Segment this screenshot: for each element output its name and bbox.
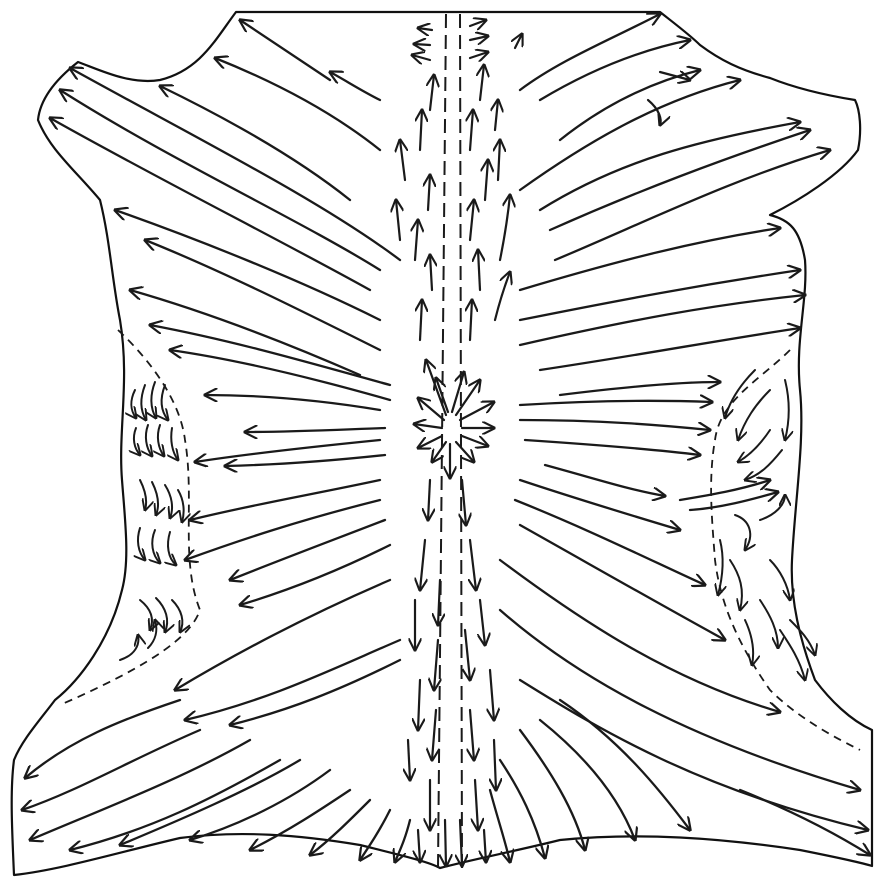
mid-right-streams: [500, 420, 780, 712]
mid-left-streams: [175, 428, 400, 725]
midline-dash-right: [460, 14, 462, 868]
central-upward-arrows: [396, 20, 690, 340]
left-flank-boundary: [60, 330, 200, 705]
midline-dash-left: [438, 14, 446, 868]
upper-right-streams: [520, 14, 830, 405]
right-flank-boundary: [711, 350, 860, 750]
central-downward-arrows: [408, 480, 496, 866]
lower-left-streams: [22, 700, 410, 862]
left-flank-whorls: [120, 382, 184, 660]
central-whorl: [414, 360, 494, 478]
